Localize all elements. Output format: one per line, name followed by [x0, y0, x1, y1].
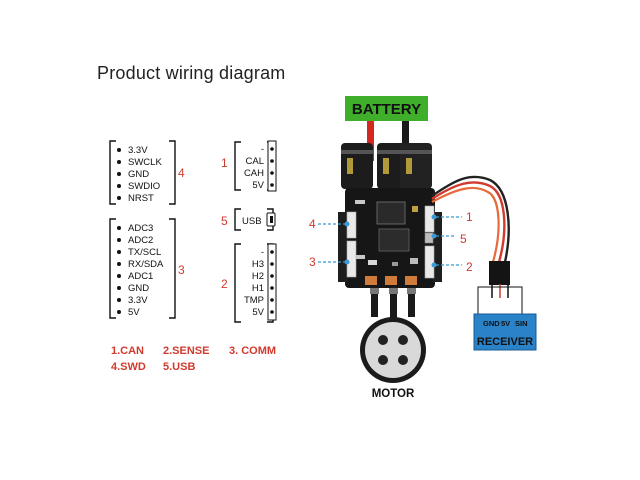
sense-pin-label: -: [261, 247, 264, 258]
comm-connector: ADC3 ADC2 TX/SCL RX/SDA ADC1 GND 3.3V 5V…: [109, 218, 185, 319]
battery-positive-wire: [367, 121, 374, 161]
board-callouts: 4 3 1 5 2: [309, 210, 473, 274]
usb-number: 5: [221, 214, 228, 228]
legend: 1.CAN 2.SENSE 3. COMM 4.SWD 5.USB: [111, 345, 276, 373]
diagram-title: Product wiring diagram: [97, 63, 286, 83]
capacitor: [400, 143, 432, 189]
swd-pin-label: GND: [128, 169, 149, 180]
comm-pin-label: 5V: [128, 307, 140, 318]
driver-chip: [378, 228, 410, 252]
sense-number: 2: [221, 277, 228, 291]
comm-number: 3: [178, 263, 185, 277]
swd-number: 4: [178, 166, 185, 180]
battery-label-box: [345, 96, 428, 121]
comm-pin-label: ADC3: [128, 223, 153, 234]
legend-item-can: 1.CAN: [111, 345, 144, 357]
sense-pin-label: H1: [252, 283, 264, 294]
motor: MOTOR: [360, 317, 426, 400]
usb-connector: 5 USB: [221, 208, 276, 231]
comm-jst-socket: [346, 240, 357, 278]
signal-cable: [431, 175, 523, 318]
swd-pin-label: 3.3V: [128, 145, 148, 156]
usb-pin-label: USB: [242, 216, 262, 227]
can-number: 1: [221, 156, 228, 170]
board-callout-sense: 2: [466, 260, 473, 274]
receiver-label: RECEIVER: [477, 336, 533, 348]
legend-item-comm: 3. COMM: [229, 345, 276, 357]
sense-pin-label: TMP: [244, 295, 264, 306]
can-connector: 1 - CAL CAH 5V: [221, 140, 277, 192]
comm-pin-label: GND: [128, 283, 149, 294]
board-callout-comm: 3: [309, 255, 316, 269]
board-callout-can: 1: [466, 210, 473, 224]
receiver-pin-sin: SIN: [515, 319, 528, 328]
swd-pin-label: SWCLK: [128, 157, 162, 168]
legend-item-swd: 4.SWD: [111, 361, 146, 373]
capacitor: [341, 143, 373, 189]
sense-pin-label: 5V: [252, 307, 264, 318]
swd-pin-label: SWDIO: [128, 181, 160, 192]
legend-item-sense: 2.SENSE: [163, 345, 209, 357]
board-callout-usb: 5: [460, 232, 467, 246]
battery-negative-wire: [402, 121, 409, 161]
mcu-chip: [376, 201, 406, 225]
comm-pin-label: 3.3V: [128, 295, 148, 306]
swd-connector: 3.3V SWCLK GND SWDIO NRST 4: [109, 140, 185, 205]
comm-pin-label: ADC2: [128, 235, 153, 246]
comm-pin-label: ADC1: [128, 271, 153, 282]
comm-pin-label: TX/SCL: [128, 247, 161, 258]
can-pin-label: -: [261, 144, 264, 155]
receiver-pin-gnd: GND: [483, 319, 500, 328]
battery-label: BATTERY: [352, 101, 421, 118]
legend-item-usb: 5.USB: [163, 361, 195, 373]
can-pin-label: CAL: [246, 156, 264, 167]
signal-plug: [489, 261, 510, 285]
can-pin-label: CAH: [244, 168, 264, 179]
comm-pin-label: RX/SDA: [128, 259, 164, 270]
sense-pin-label: H2: [252, 271, 264, 282]
swd-pin-label: NRST: [128, 193, 154, 204]
receiver-pin-5v: 5V: [501, 319, 510, 328]
board-callout-swd: 4: [309, 217, 316, 231]
sense-jst-socket: [424, 245, 435, 279]
usb-port: [424, 232, 434, 244]
receiver-body: [473, 313, 537, 351]
receiver: GND 5V SIN RECEIVER: [473, 313, 537, 351]
esc-board: [338, 143, 442, 321]
battery: BATTERY: [345, 96, 428, 161]
sense-pin-label: H3: [252, 259, 264, 270]
motor-label: MOTOR: [372, 388, 415, 400]
can-pin-label: 5V: [252, 180, 264, 191]
sense-connector: 2 - H3 H2 H1 TMP 5V: [221, 243, 277, 323]
